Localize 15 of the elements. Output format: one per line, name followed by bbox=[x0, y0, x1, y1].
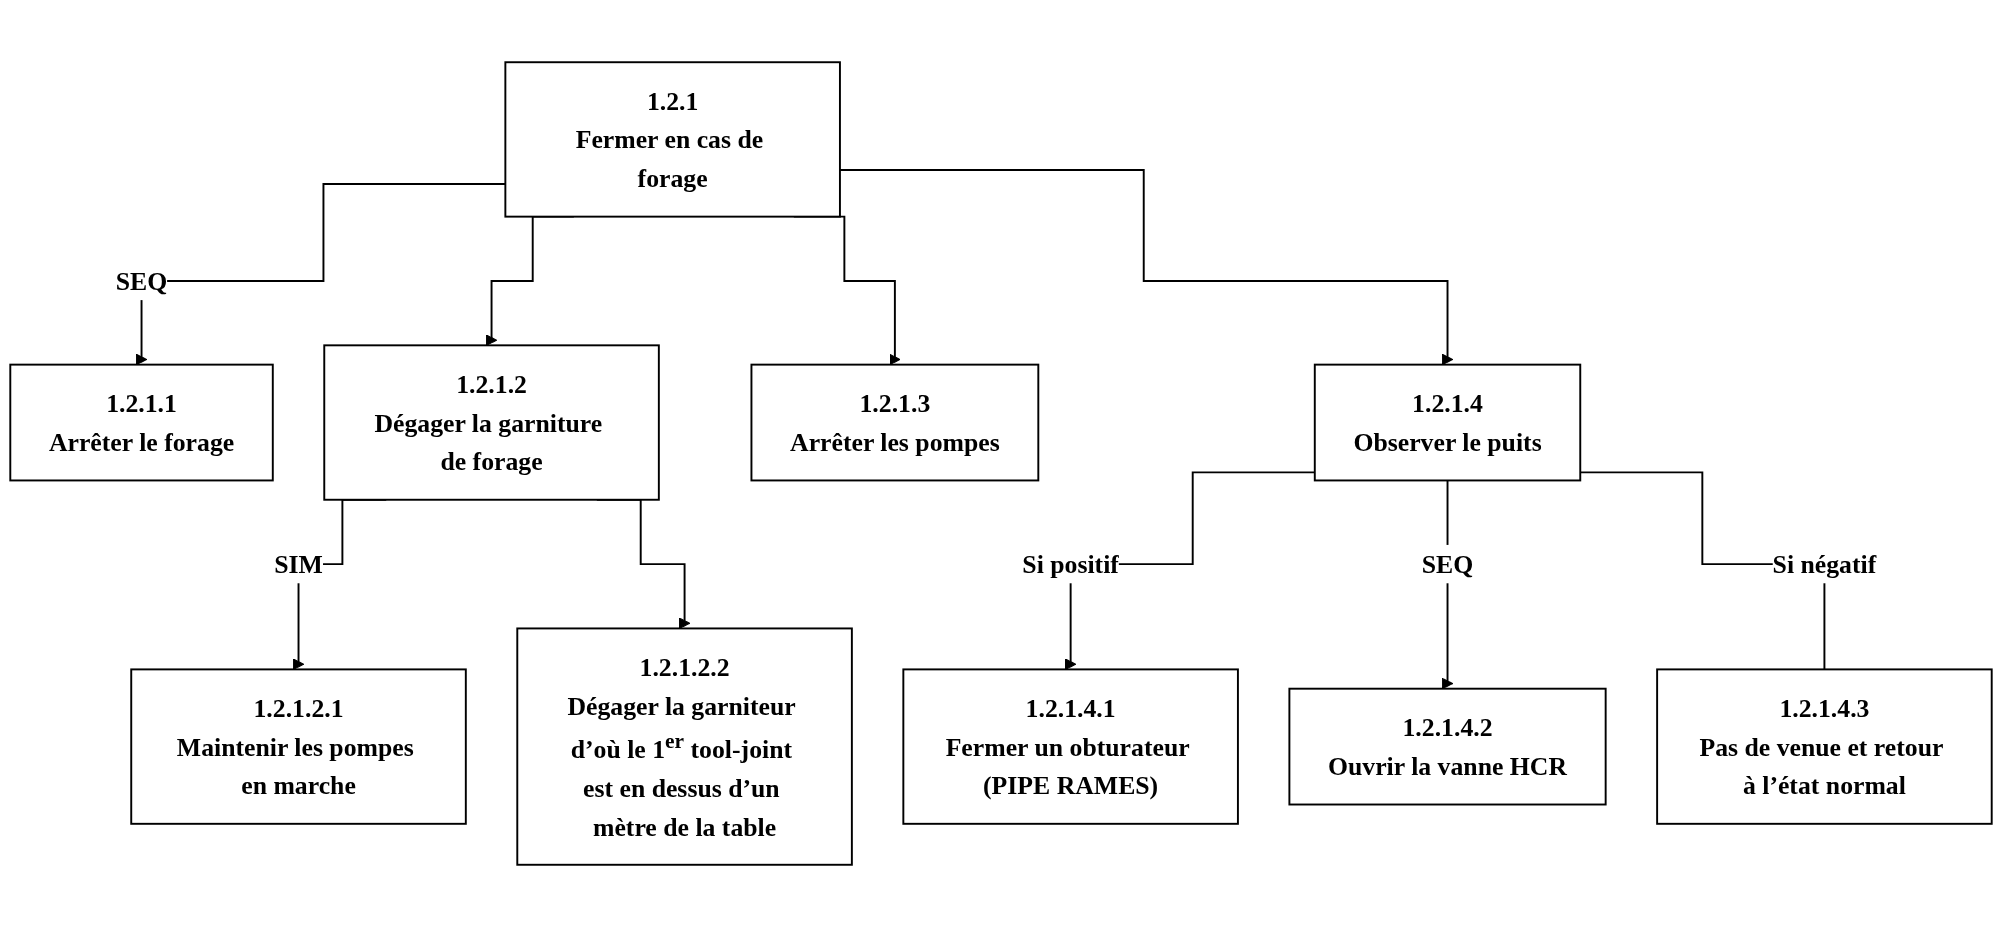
edge-label: SEQ bbox=[115, 266, 168, 296]
node-box: 1.2.1.2.2 Dégager la garniteur d’où le 1$^{er}$ tool-joint est en dessus d’un mètre de la table bbox=[516, 627, 853, 866]
node-box: 1.2.1.4.3 Pas de venue et retour à l’état normal bbox=[1656, 668, 1993, 825]
node-box: 1.2.1.2.1 Maintenir les pompes en marche bbox=[130, 668, 467, 825]
node-box: 1.2.1.4.1 Fermer un obturateur (PIPE RAMES) bbox=[902, 668, 1239, 825]
node-box: 1.2.1.4 Observer le puits bbox=[1313, 363, 1582, 482]
edge-label: SIM bbox=[274, 549, 323, 579]
edge-label: Si positif bbox=[1022, 549, 1119, 579]
node-box: 1.2.1.4.2 Ouvrir la vanne HCR bbox=[1288, 687, 1607, 806]
node-box: 1.2.1.2 Dégager la garniture de forage bbox=[323, 344, 660, 501]
edge-label: Si négatif bbox=[1772, 549, 1877, 579]
node-box: 1.2.1.1 Arrêter le forage bbox=[9, 363, 274, 482]
edge-label: SEQ bbox=[1421, 549, 1474, 579]
node-box: 1.2.1.3 Arrêter les pompes bbox=[750, 363, 1040, 482]
node-box: 1.2.1 Fermer en cas de forage bbox=[504, 61, 841, 218]
